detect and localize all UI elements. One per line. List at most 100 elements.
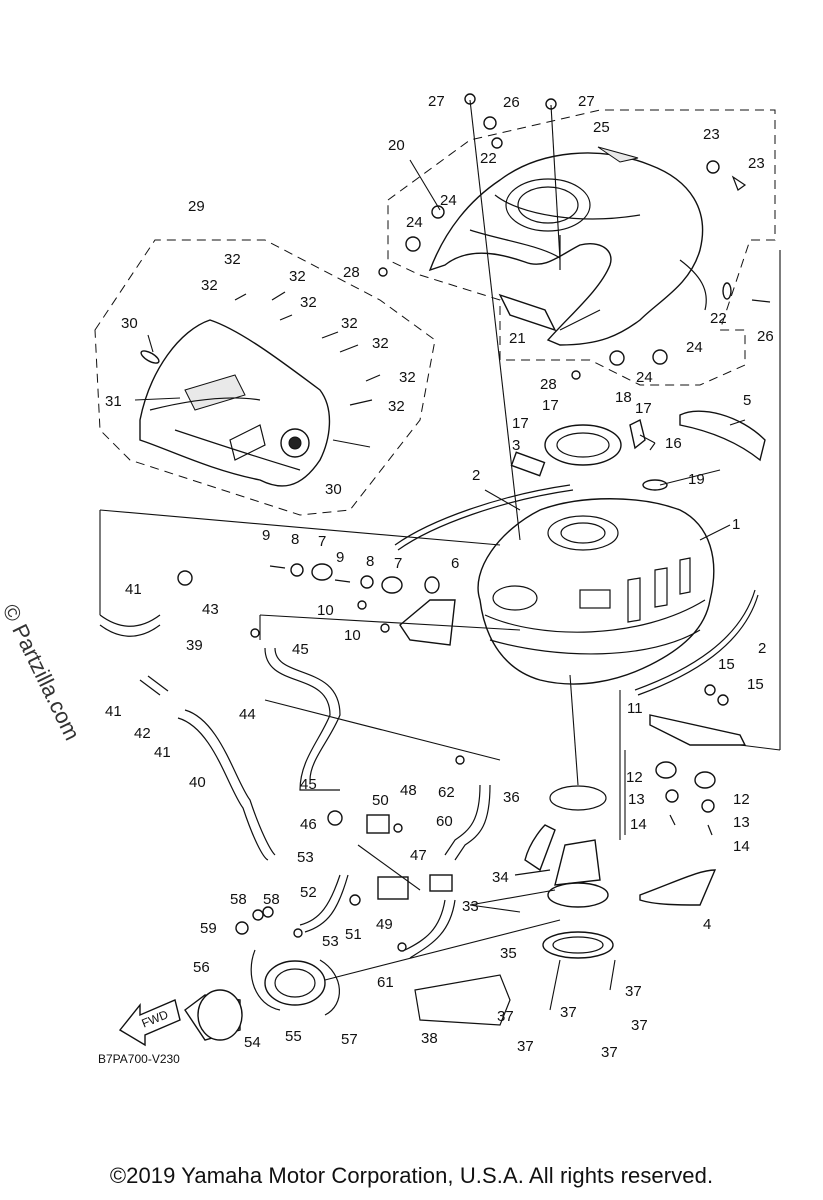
callout-32: 32 <box>388 398 405 415</box>
callout-37: 37 <box>631 1017 648 1034</box>
callout-17: 17 <box>542 397 559 414</box>
callout-12: 12 <box>733 791 750 808</box>
callout-32: 32 <box>399 369 416 386</box>
callout-18: 18 <box>615 389 632 406</box>
callout-60: 60 <box>436 813 453 830</box>
callout-55: 55 <box>285 1028 302 1045</box>
callout-19: 19 <box>688 471 705 488</box>
handle-38 <box>414 974 511 1026</box>
hoses <box>99 614 491 959</box>
callout-43: 43 <box>202 601 219 618</box>
callout-17: 17 <box>512 415 529 432</box>
callout-29: 29 <box>188 198 205 215</box>
callout-33: 33 <box>462 898 479 915</box>
callout-28: 28 <box>343 264 360 281</box>
callout-37: 37 <box>625 983 642 1000</box>
callout-32: 32 <box>289 268 306 285</box>
callout-35: 35 <box>500 945 517 962</box>
upper-hardware <box>378 93 771 380</box>
callout-51: 51 <box>345 926 362 943</box>
callout-50: 50 <box>372 792 389 809</box>
callout-28: 28 <box>540 376 557 393</box>
callout-5: 5 <box>743 392 751 409</box>
fuel-cap <box>510 418 668 491</box>
fuel-filter-assembly <box>184 949 340 1041</box>
callout-32: 32 <box>372 335 389 352</box>
callout-32: 32 <box>224 251 241 268</box>
callout-6: 6 <box>451 555 459 572</box>
callout-7: 7 <box>394 555 402 572</box>
callout-3: 3 <box>512 437 520 454</box>
callout-32: 32 <box>300 294 317 311</box>
callout-22: 22 <box>480 150 497 167</box>
callout-10: 10 <box>344 627 361 644</box>
callout-31: 31 <box>105 393 122 410</box>
callout-58: 58 <box>230 891 247 908</box>
callout-59: 59 <box>200 920 217 937</box>
callout-4: 4 <box>703 916 711 933</box>
callout-25: 25 <box>593 119 610 136</box>
callout-46: 46 <box>300 816 317 833</box>
callout-21: 21 <box>509 330 526 347</box>
callout-27: 27 <box>578 93 595 110</box>
callout-47: 47 <box>410 847 427 864</box>
callout-20: 20 <box>388 137 405 154</box>
callout-14: 14 <box>733 838 750 855</box>
callout-11: 11 <box>627 700 643 717</box>
callout-13: 13 <box>628 791 645 808</box>
callout-45: 45 <box>292 641 309 658</box>
callout-45: 45 <box>300 776 317 793</box>
callout-30: 30 <box>325 481 342 498</box>
callout-61: 61 <box>377 974 394 991</box>
callout-24: 24 <box>636 369 653 386</box>
callout-24: 24 <box>440 192 457 209</box>
callout-1: 1 <box>732 516 740 533</box>
callout-49: 49 <box>376 916 393 933</box>
fittings <box>177 570 465 952</box>
callout-15: 15 <box>718 656 735 673</box>
callout-30: 30 <box>121 315 138 332</box>
callout-53: 53 <box>322 933 339 950</box>
fuel-tank <box>477 498 715 685</box>
callout-37: 37 <box>601 1044 618 1061</box>
rear-bracket <box>649 684 747 836</box>
callout-27: 27 <box>428 93 445 110</box>
callout-41: 41 <box>154 744 171 761</box>
callout-58: 58 <box>263 891 280 908</box>
callout-57: 57 <box>341 1031 358 1048</box>
callout-36: 36 <box>503 789 520 806</box>
callout-labels: 27 26 27 25 22 23 23 20 24 24 28 22 26 2… <box>98 93 774 1066</box>
callout-23: 23 <box>703 126 720 143</box>
side-cover <box>139 291 381 487</box>
rubber-pad-5 <box>679 410 766 462</box>
callout-40: 40 <box>189 774 206 791</box>
side-cover-group-outline <box>94 239 436 516</box>
callout-16: 16 <box>665 435 682 452</box>
callout-41: 41 <box>125 581 142 598</box>
callout-41: 41 <box>105 703 122 720</box>
callout-48: 48 <box>400 782 417 799</box>
callout-38: 38 <box>421 1030 438 1047</box>
callout-17: 17 <box>635 400 652 417</box>
callout-62: 62 <box>438 784 455 801</box>
callout-9: 9 <box>262 527 270 544</box>
callout-53: 53 <box>297 849 314 866</box>
callout-9: 9 <box>336 549 344 566</box>
callout-42: 42 <box>134 725 151 742</box>
callout-14: 14 <box>630 816 647 833</box>
callout-56: 56 <box>193 959 210 976</box>
callout-2: 2 <box>472 467 480 484</box>
fuel-pump <box>514 785 614 959</box>
callout-7: 7 <box>318 533 326 550</box>
callout-37: 37 <box>517 1038 534 1055</box>
callout-24: 24 <box>686 339 703 356</box>
callout-10: 10 <box>317 602 334 619</box>
callout-23: 23 <box>748 155 765 172</box>
callout-32: 32 <box>201 277 218 294</box>
callout-2: 2 <box>758 640 766 657</box>
callout-22: 22 <box>710 310 727 327</box>
tank-top-cover <box>428 146 707 346</box>
callout-26: 26 <box>503 94 520 111</box>
callout-44: 44 <box>239 706 256 723</box>
